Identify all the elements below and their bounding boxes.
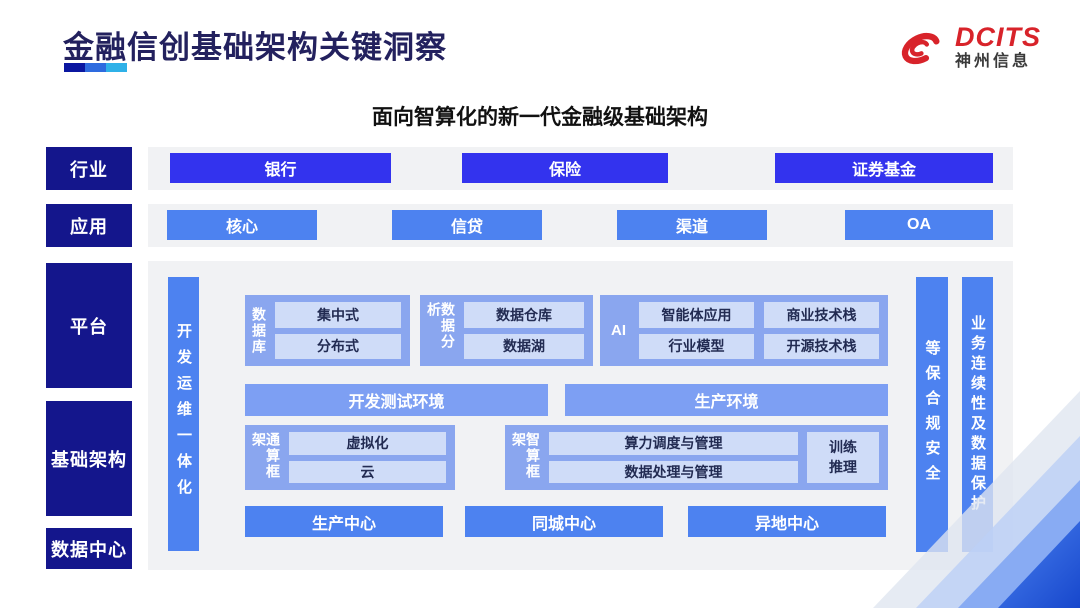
underline-segment-dark: [64, 63, 85, 72]
devops-vertical-bar-label: 开发运维一体化: [175, 323, 192, 505]
compute-item-cloud: 云: [289, 460, 446, 483]
analytics-item-data-lake: 数据湖: [464, 333, 584, 359]
ai-compute-items: 算力调度与管理 数据处理与管理: [549, 432, 798, 483]
database-items: 集中式 分布式: [275, 302, 401, 359]
dcits-logo: DCITS 神州信息: [893, 16, 1053, 78]
business-continuity-vertical-bar: 业务连续性及数据保护: [962, 277, 993, 552]
page-title: 金融信创基础架构关键洞察: [63, 30, 447, 65]
layer-label-platform: 平台: [46, 263, 132, 388]
logo-company: 神州信息: [955, 53, 1032, 71]
ai-item-industry-models: 行业模型: [639, 333, 754, 359]
ai-compute-item-scheduling: 算力调度与管理: [549, 432, 798, 455]
security-compliance-vertical-bar: 等保合规安全: [916, 277, 948, 552]
logo-text: DCITS 神州信息: [955, 23, 1041, 70]
database-panel: 数据库 集中式 分布式: [245, 295, 410, 366]
ai-compute-item-data-processing: 数据处理与管理: [549, 460, 798, 483]
industry-item-bank: 银行: [170, 153, 391, 183]
general-compute-items: 虚拟化 云: [289, 432, 446, 483]
database-panel-label: 数据库: [251, 306, 267, 355]
diagram-title: 面向智算化的新一代金融级基础架构: [372, 106, 708, 129]
underline-segment-light: [106, 63, 127, 72]
application-item-core: 核心: [167, 210, 317, 240]
application-item-credit: 信贷: [392, 210, 542, 240]
ai-compute-item-training-inference: 训练推理: [807, 432, 879, 483]
logo-brand: DCITS: [955, 22, 1041, 53]
center-item-remote: 异地中心: [688, 506, 886, 537]
ai-items: 智能体应用 商业技术栈 行业模型 开源技术栈: [639, 302, 879, 359]
security-compliance-label: 等保合规安全: [923, 339, 941, 490]
general-compute-panel: 通算框架 虚拟化 云: [245, 425, 455, 490]
center-item-same-city: 同城中心: [465, 506, 663, 537]
layer-label-infrastructure: 基础架构: [46, 401, 132, 516]
compute-item-virtualization: 虚拟化: [289, 432, 446, 455]
ai-panel: AI 智能体应用 商业技术栈 行业模型 开源技术栈: [600, 295, 888, 366]
general-compute-panel-label: 通算框架: [251, 432, 281, 480]
application-item-oa: OA: [845, 210, 993, 240]
database-item-centralized: 集中式: [275, 302, 401, 328]
ai-compute-panel: 智算框架 算力调度与管理 数据处理与管理 训练推理: [505, 425, 888, 490]
layer-label-application: 应用: [46, 204, 132, 247]
ai-compute-panel-label: 智算框架: [511, 432, 541, 480]
production-environment-bar: 生产环境: [565, 384, 888, 416]
industry-item-insurance: 保险: [462, 153, 668, 183]
ai-item-commercial-stack: 商业技术栈: [764, 302, 879, 328]
dev-test-environment-bar: 开发测试环境: [245, 384, 548, 416]
data-analytics-items: 数据仓库 数据湖: [464, 302, 584, 359]
data-analytics-panel: 数据分析 数据仓库 数据湖: [420, 295, 593, 366]
data-analytics-panel-label: 数据分析: [426, 302, 456, 350]
industry-item-securities-funds: 证券基金: [775, 153, 993, 183]
devops-vertical-bar: 开发运维一体化: [168, 277, 199, 551]
layer-label-datacenter: 数据中心: [46, 528, 132, 569]
center-item-production: 生产中心: [245, 506, 443, 537]
underline-segment-mid: [85, 63, 106, 72]
analytics-item-data-warehouse: 数据仓库: [464, 302, 584, 328]
layer-label-industry: 行业: [46, 147, 132, 190]
database-item-distributed: 分布式: [275, 333, 401, 359]
ai-item-agent-apps: 智能体应用: [639, 302, 754, 328]
ai-panel-label: AI: [611, 322, 626, 339]
ai-item-open-source-stack: 开源技术栈: [764, 333, 879, 359]
dcits-swirl-icon: [901, 32, 940, 65]
title-underline: [64, 63, 127, 72]
business-continuity-label: 业务连续性及数据保护: [969, 314, 986, 515]
application-item-channel: 渠道: [617, 210, 767, 240]
